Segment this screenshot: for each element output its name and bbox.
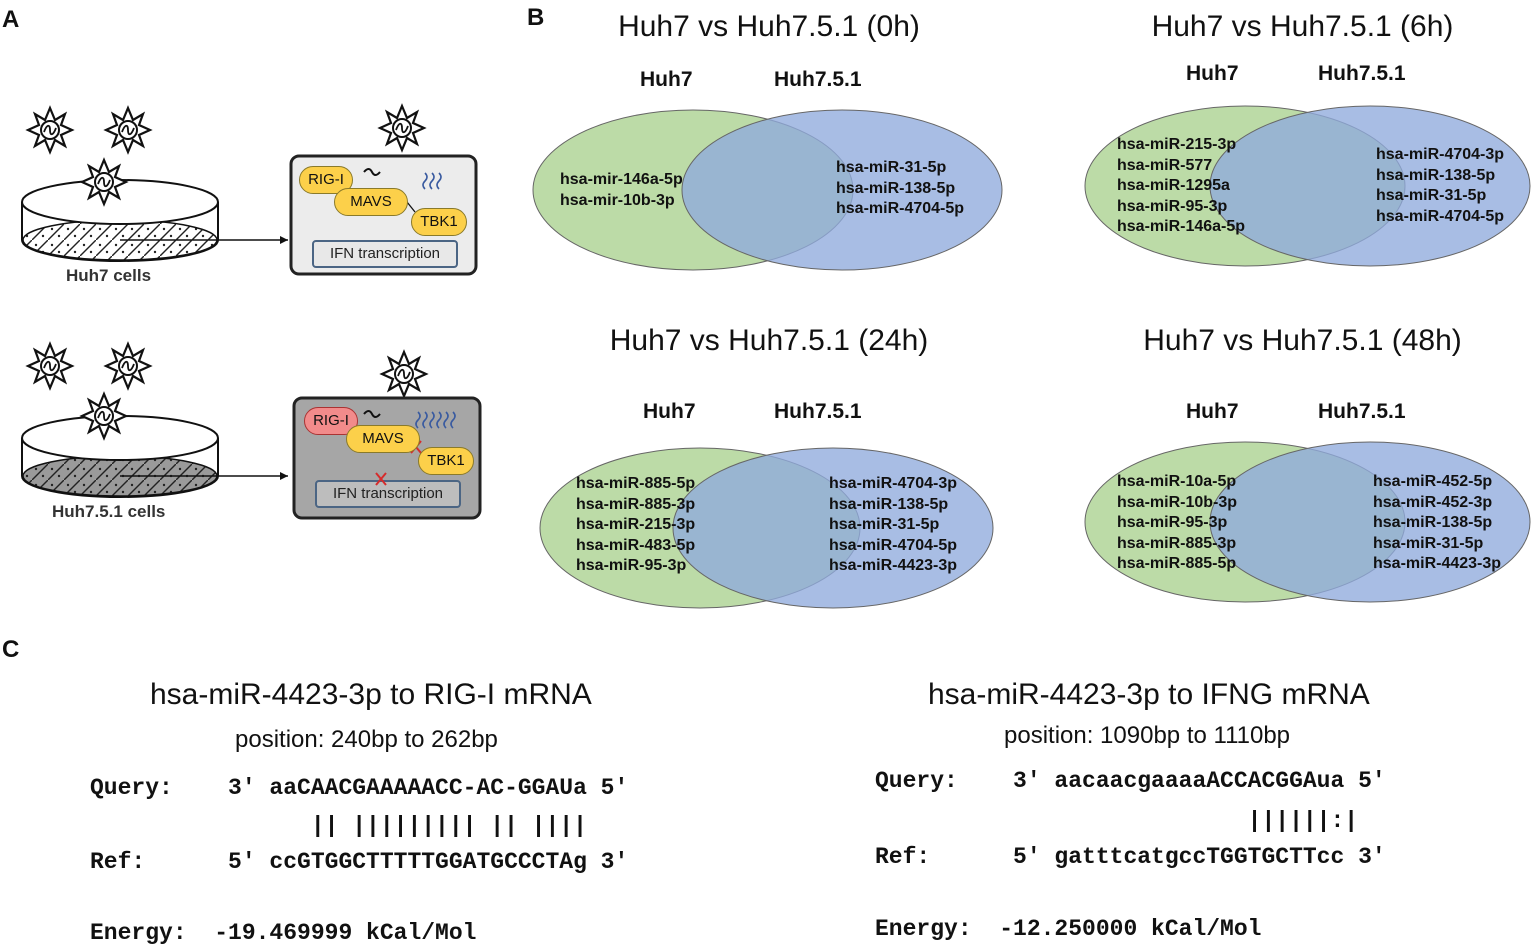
mirna-item: hsa-miR-1295a [1117, 177, 1230, 194]
ref-sequence: Ref: 5' ccGTGGCTTTTTGGATGCCCTAg 3' [90, 849, 629, 875]
mirna-item: hsa-miR-10b-3p [1117, 493, 1238, 511]
mavs-node: MAVS [346, 425, 420, 453]
huh7-cells-label: Huh7 cells [66, 266, 152, 285]
venn-diagram-24h [539, 447, 994, 609]
venn-left-items: hsa-miR-885-5p hsa-miR-885-3p hsa-miR-21… [576, 474, 695, 577]
venn-diagram-0h [532, 109, 1003, 271]
mirna-item: hsa-miR-4704-3p [829, 475, 958, 492]
venn-left-label: Huh7 [1186, 62, 1239, 85]
venn-right-label: Huh7.5.1 [1318, 400, 1406, 423]
tbk1-node: TBK1 [418, 447, 474, 475]
alignment-position: position: 240bp to 262bp [235, 726, 498, 753]
mirna-item: hsa-miR-4704-5p [836, 200, 965, 217]
rigi-node: RIG-I [299, 166, 353, 194]
venn-right-items: hsa-miR-452-5p hsa-miR-452-3p hsa-miR-13… [1373, 472, 1501, 575]
mirna-item: hsa-miR-4704-3p [1376, 146, 1505, 163]
mirna-item: hsa-miR-4423-3p [1373, 555, 1502, 572]
venn-title: Huh7 vs Huh7.5.1 (48h) [1143, 324, 1462, 357]
signaling-normal [312, 168, 461, 508]
venn-right-label: Huh7.5.1 [774, 68, 862, 91]
mirna-item: hsa-miR-885-3p [1117, 534, 1237, 552]
huh751-cells-label: Huh7.5.1 cells [52, 502, 166, 521]
alignment-position: position: 1090bp to 1110bp [1004, 722, 1291, 749]
mirna-item: hsa-miR-10a-5p [1117, 473, 1237, 490]
mirna-item: hsa-miR-452-3p [1373, 493, 1493, 511]
tbk1-node: TBK1 [411, 208, 467, 236]
query-sequence: Query: 3' aacaacgaaaaACCACGGAua 5' [875, 768, 1386, 794]
venn-right-items: hsa-miR-4704-3p hsa-miR-138-5p hsa-miR-3… [829, 474, 957, 577]
mirna-item: hsa-miR-4704-5p [1376, 207, 1505, 225]
ref-sequence: Ref: 5' gatttcatgccTGGTGCTTcc 3' [875, 844, 1386, 870]
ifn-transcription-label: IFN transcription [329, 245, 441, 262]
venn-title: Huh7 vs Huh7.5.1 (24h) [609, 324, 929, 357]
venn-right-items: hsa-miR-4704-3p hsa-miR-138-5p hsa-miR-3… [1376, 145, 1504, 227]
rigi-node-blocked: RIG-I [304, 407, 358, 435]
mirna-item: hsa-miR-215-3p [576, 516, 696, 533]
venn-title: Huh7 vs Huh7.5.1 (0h) [618, 10, 920, 43]
mirna-item: hsa-miR-31-5p [1376, 187, 1487, 204]
mirna-item: hsa-mir-146a-5p [560, 171, 683, 188]
panel-label-c: C [2, 636, 20, 663]
mirna-item: hsa-miR-146a-5p [1117, 218, 1246, 235]
alignment-title: hsa-miR-4423-3p to RIG-I mRNA [150, 678, 592, 711]
venn-right-label: Huh7.5.1 [774, 400, 862, 423]
mirna-item: hsa-miR-31-5p [836, 159, 947, 176]
mirna-item: hsa-miR-138-5p [1376, 166, 1496, 184]
venn-left-items: hsa-miR-10a-5p hsa-miR-10b-3p hsa-miR-95… [1117, 472, 1237, 575]
mirna-item: hsa-miR-885-5p [1117, 555, 1237, 572]
venn-diagram-6h [1084, 105, 1531, 267]
mirna-item: hsa-miR-577 [1117, 156, 1213, 174]
pairing-bars: ||||||:| [875, 808, 1359, 834]
binding-energy: Energy: -12.250000 kCal/Mol [875, 916, 1262, 942]
mirna-item: hsa-miR-483-5p [576, 536, 696, 554]
mirna-item: hsa-miR-138-5p [829, 495, 949, 513]
mirna-item: hsa-miR-31-5p [829, 516, 940, 533]
panel-label-a: A [2, 6, 20, 33]
mirna-item: hsa-miR-95-3p [1117, 197, 1228, 215]
mirna-item: hsa-miR-452-5p [1373, 473, 1493, 490]
mirna-item: hsa-miR-215-3p [1117, 136, 1237, 153]
ifn-transcription-label: IFN transcription [332, 485, 444, 502]
venn-left-items: hsa-miR-215-3p hsa-miR-577 hsa-miR-1295a… [1117, 135, 1245, 238]
venn-title: Huh7 vs Huh7.5.1 (6h) [1151, 10, 1454, 43]
binding-energy: Energy: -19.469999 kCal/Mol [90, 920, 477, 946]
mirna-item: hsa-miR-885-5p [576, 475, 696, 492]
mirna-item: hsa-miR-138-5p [836, 179, 956, 197]
mavs-node: MAVS [334, 188, 408, 216]
mirna-item: hsa-miR-95-3p [1117, 514, 1228, 531]
mirna-item: hsa-miR-4423-3p [829, 557, 958, 574]
mirna-item: hsa-miR-95-3p [576, 557, 687, 574]
pairing-bars: || ||||||||| || |||| [90, 813, 587, 839]
venn-left-label: Huh7 [640, 68, 693, 91]
venn-right-label: Huh7.5.1 [1318, 62, 1406, 85]
mirna-item: hsa-miR-31-5p [1373, 534, 1484, 552]
query-sequence: Query: 3' aaCAACGAAAAACC-AC-GGAUa 5' [90, 775, 629, 801]
panel-label-b: B [527, 4, 545, 31]
venn-diagram-48h [1084, 441, 1531, 603]
mirna-item: hsa-mir-10b-3p [560, 191, 675, 209]
venn-left-items: hsa-mir-146a-5p hsa-mir-10b-3p [560, 170, 683, 211]
venn-left-label: Huh7 [1186, 400, 1239, 423]
mirna-item: hsa-miR-138-5p [1373, 514, 1493, 531]
alignment-title: hsa-miR-4423-3p to IFNG mRNA [928, 678, 1370, 711]
mirna-item: hsa-miR-4704-5p [829, 536, 958, 554]
venn-left-label: Huh7 [643, 400, 696, 423]
mirna-item: hsa-miR-885-3p [576, 495, 696, 513]
venn-right-items: hsa-miR-31-5p hsa-miR-138-5p hsa-miR-470… [836, 158, 964, 220]
